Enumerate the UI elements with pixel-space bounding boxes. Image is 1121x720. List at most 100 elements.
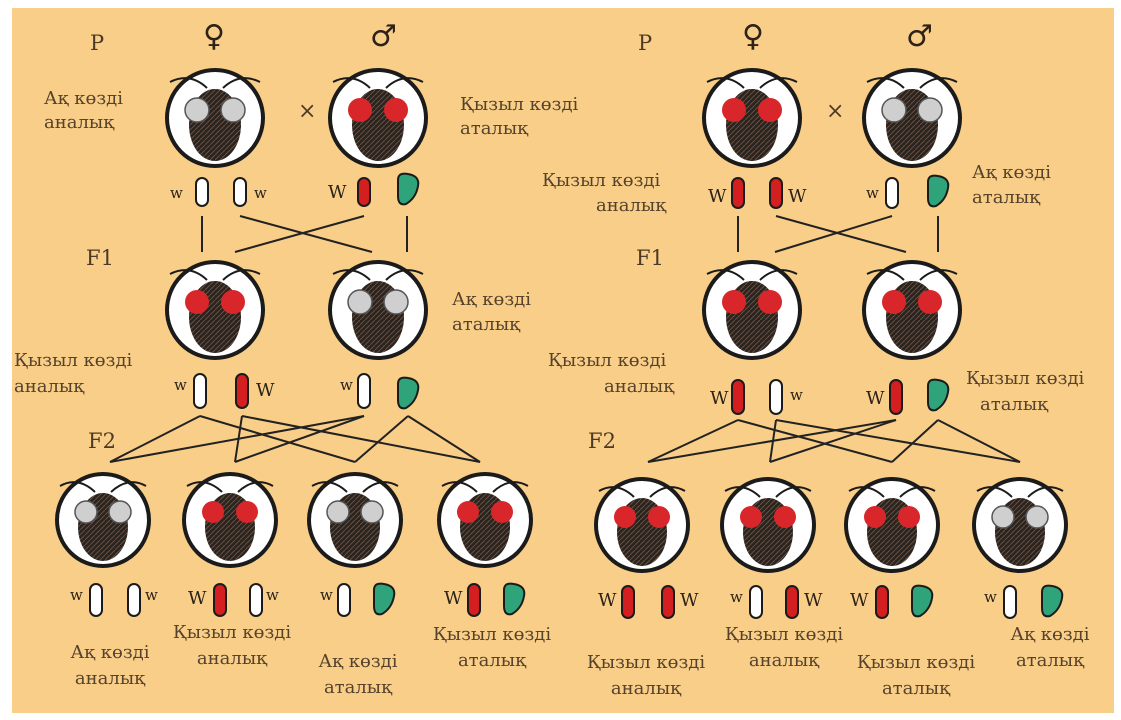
right-p-male-desc-2: аталық [972,187,1041,208]
chromosome-x-white [249,583,263,617]
right-p-male-allele: w [866,184,879,202]
left-f1-f2-lines [109,415,481,463]
fly-head-white-eye [862,68,962,168]
right-f2-3-allele: W [850,590,869,611]
chromosome-x-white [193,373,207,409]
chromosome-x-white [1003,585,1017,619]
left-f1-female-allele-2: W [256,380,275,401]
fly-head-white-eye [165,68,265,168]
chromosome-x-red [661,585,675,619]
left-f2-1-allele-1: w [70,586,83,604]
right-f2-1-allele-1: W [598,590,617,611]
fly-head-white-eye [55,472,151,568]
right-f2-4-desc-2: аталық [1016,650,1085,671]
right-f2-3-desc-2: аталық [882,678,951,699]
left-p-f1-lines [201,215,408,253]
chromosome-x-red [875,585,889,619]
chromosome-y [1041,584,1064,618]
chromosome-x-red [785,585,799,619]
left-f2-1-desc-2: аналық [75,668,146,689]
right-f2-1-desc-1: Қызыл көзді [587,652,706,673]
right-f1-male-allele: W [866,388,885,409]
right-p-label: P [638,31,652,55]
chromosome-x-red [235,373,249,409]
left-panel: P F1 F2 ♀ ♂ × Ақ көзді аналық Қызыл көзд… [14,19,579,698]
right-f1-male-desc-1: Қызыл көзді [966,368,1085,389]
fly-head-white-eye [307,472,403,568]
left-p-female-allele-2: w [254,184,267,202]
left-p-male-desc-1: Қызыл көзді [460,94,579,115]
chromosome-x-red [889,379,903,415]
fly-head-red-eye [594,477,690,573]
right-f2-label: F2 [588,429,616,453]
right-cross-symbol: × [826,99,844,124]
right-f2-3-desc-1: Қызыл көзді [857,652,976,673]
left-f1-label: F1 [86,246,114,270]
chromosome-x-red [621,585,635,619]
fly-head-red-eye [702,68,802,168]
left-f1-male-desc-2: аталық [452,314,521,335]
right-f2-2-allele-2: W [804,590,823,611]
chromosome-x-red [213,583,227,617]
right-f2-4-allele: w [984,588,997,606]
chromosome-y [927,378,950,412]
left-f1-female-allele-1: w [174,376,187,394]
right-p-female-desc-2: аналық [596,195,667,216]
left-p-male-desc-2: аталық [460,118,529,139]
chromosome-x-white [337,583,351,617]
left-f2-1-allele-2: w [145,586,158,604]
right-p-male-desc-1: Ақ көзді [972,162,1051,183]
chromosome-x-white [769,379,783,415]
right-p-f1-lines [737,215,939,253]
fly-head-red-eye [844,477,940,573]
chromosome-x-white [127,583,141,617]
left-f1-female-desc-2: аналық [14,376,85,397]
fly-head-red-eye [182,472,278,568]
left-cross-symbol: × [298,99,316,124]
right-f2-2-allele-1: w [730,588,743,606]
chromosome-x-white [89,583,103,617]
fly-head-white-eye [972,477,1068,573]
right-f1-f2-lines [647,419,1021,463]
left-p-female-allele-1: w [170,184,183,202]
left-p-female-desc-2: аналық [44,112,115,133]
right-f2-2-desc-1: Қызыл көзді [725,624,844,645]
left-male-symbol-icon: ♂ [370,19,397,54]
chromosome-y [503,582,526,616]
left-f1-male-allele: w [340,376,353,394]
left-f2-4-desc-1: Қызыл көзді [433,624,552,645]
chromosome-x-white [357,373,371,409]
chromosome-x-red [731,379,745,415]
fly-head-red-eye [720,477,816,573]
right-p-female-allele-2: W [788,186,807,207]
chromosome-y [397,172,420,206]
left-f2-2-allele-1: W [188,588,207,609]
left-f1-female-desc-1: Қызыл көзді [14,350,133,371]
chromosome-x-white [195,177,209,207]
left-f2-4-desc-2: аталық [458,650,527,671]
right-female-symbol-icon: ♀ [742,19,764,54]
left-f2-2-desc-1: Қызыл көзді [173,622,292,643]
fly-head-red-eye [165,260,265,360]
left-f2-1-desc-1: Ақ көзді [70,642,149,663]
right-f1-male-desc-2: аталық [980,394,1049,415]
right-f1-female-desc-1: Қызыл көзді [548,350,667,371]
chromosome-x-red [467,583,481,617]
fly-head-red-eye [328,68,428,168]
right-p-female-allele-1: W [708,186,727,207]
fly-head-red-eye [862,260,962,360]
left-p-label: P [90,31,104,55]
chromosome-y [927,174,950,208]
right-f1-female-desc-2: аналық [604,376,675,397]
left-f2-2-desc-2: аналық [197,648,268,669]
right-f2-2-desc-2: аналық [749,650,820,671]
left-f2-3-desc-2: аталық [324,677,393,698]
left-p-male-allele: W [328,182,347,203]
right-f2-4-desc-1: Ақ көзді [1010,624,1089,645]
right-f1-label: F1 [636,246,664,270]
left-f2-3-allele: w [320,586,333,604]
left-f2-label: F2 [88,429,116,453]
chromosome-x-white [749,585,763,619]
